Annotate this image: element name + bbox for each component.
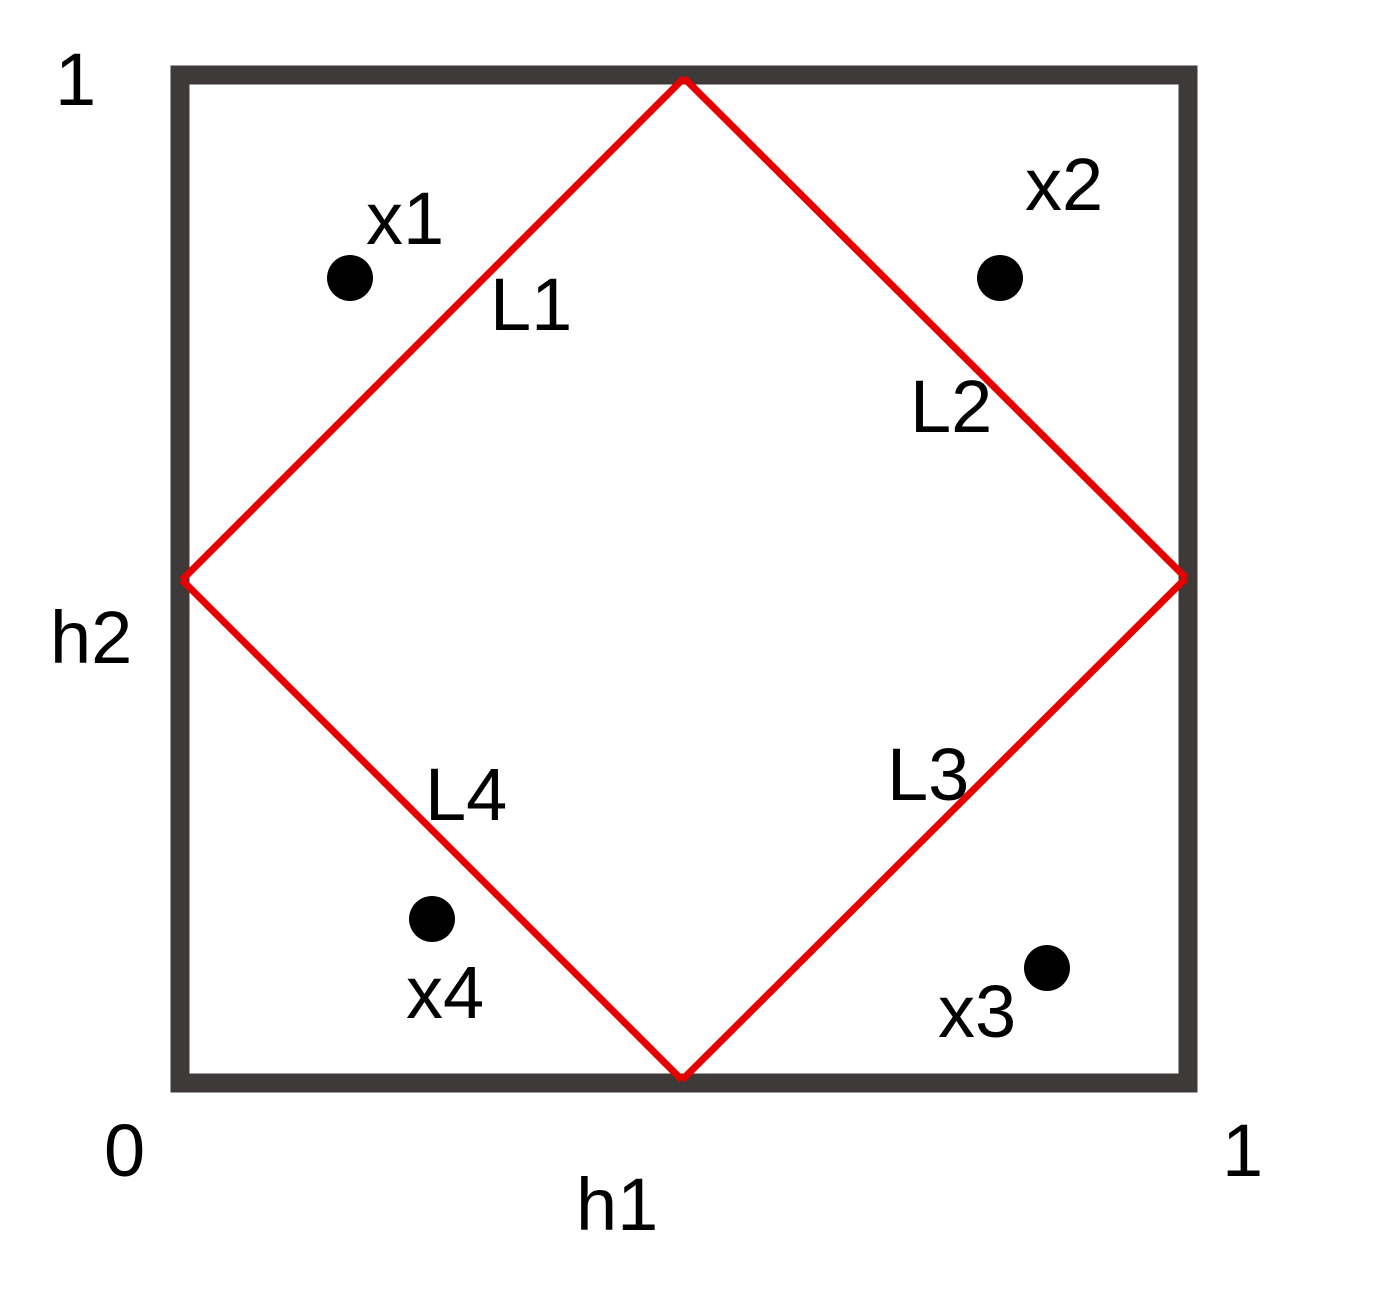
line-label-l4: L4 bbox=[425, 753, 507, 836]
corner-label-bottom-right: 1 bbox=[1222, 1109, 1263, 1192]
corner-label-top-left: 1 bbox=[55, 38, 96, 121]
corner-label-bottom-left: 0 bbox=[104, 1109, 145, 1192]
line-label-l3: L3 bbox=[887, 733, 969, 816]
line-l1 bbox=[179, 75, 687, 583]
point-x4 bbox=[409, 896, 455, 942]
point-label-x4: x4 bbox=[406, 951, 484, 1034]
point-x3 bbox=[1024, 945, 1070, 991]
point-label-x1: x1 bbox=[366, 177, 444, 260]
unit-square-frame bbox=[170, 65, 1198, 1093]
line-l2 bbox=[681, 75, 1189, 581]
axis-label-h2: h2 bbox=[50, 596, 132, 679]
line-label-l1: L1 bbox=[490, 263, 572, 346]
line-label-l2: L2 bbox=[910, 365, 992, 448]
point-x1 bbox=[327, 255, 373, 301]
point-label-x2: x2 bbox=[1025, 143, 1103, 226]
axis-label-h1: h1 bbox=[576, 1163, 658, 1246]
point-x2 bbox=[977, 255, 1023, 301]
line-l3 bbox=[679, 575, 1189, 1083]
point-label-x3: x3 bbox=[938, 970, 1016, 1053]
line-l4 bbox=[179, 577, 685, 1083]
